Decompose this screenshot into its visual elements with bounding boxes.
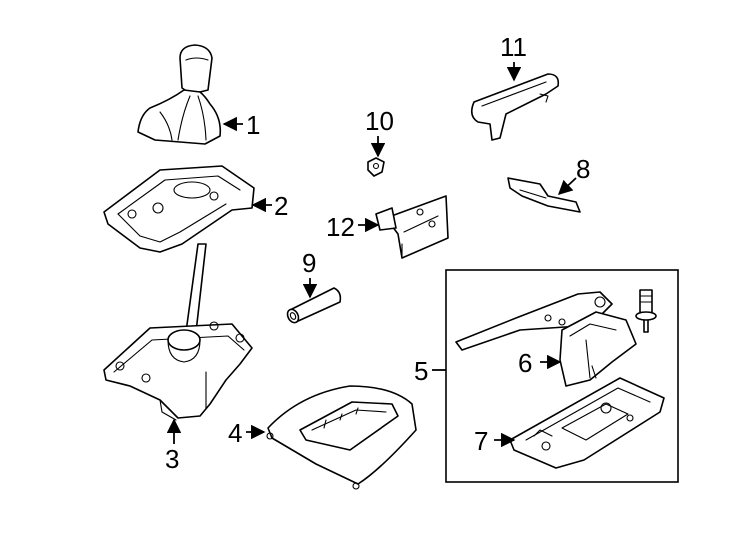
callout-6: 6 — [518, 348, 532, 378]
leader-8 — [557, 177, 577, 195]
part-2-shift-trim-plate[interactable] — [103, 165, 255, 253]
part-10-clip[interactable] — [367, 157, 385, 177]
part-9-bushing[interactable] — [285, 287, 342, 325]
callout-7: 7 — [474, 426, 488, 456]
part-11-handle-grip[interactable] — [470, 73, 560, 141]
callout-1: 1 — [246, 110, 260, 140]
callout-5: 5 — [414, 356, 428, 386]
callout-3: 3 — [165, 444, 179, 474]
callout-2: 2 — [274, 191, 288, 221]
callout-11: 11 — [500, 32, 527, 62]
callout-4: 4 — [228, 418, 242, 448]
part-12-bracket[interactable] — [375, 195, 449, 259]
assembly-group-box — [445, 269, 679, 483]
part-7-base-plate[interactable] — [509, 377, 665, 469]
part-4-console-bezel[interactable] — [266, 385, 417, 490]
callout-9: 9 — [302, 248, 316, 278]
callout-12: 12 — [326, 212, 355, 242]
part-1-shift-knob-boot[interactable] — [137, 44, 222, 145]
callout-10: 10 — [365, 106, 394, 136]
stud-bolt[interactable] — [635, 289, 657, 333]
callout-8: 8 — [576, 154, 590, 184]
part-6-parking-brake-lever[interactable] — [455, 291, 637, 387]
part-8-cover[interactable] — [507, 177, 581, 213]
part-3-shifter-assembly[interactable] — [103, 243, 253, 421]
